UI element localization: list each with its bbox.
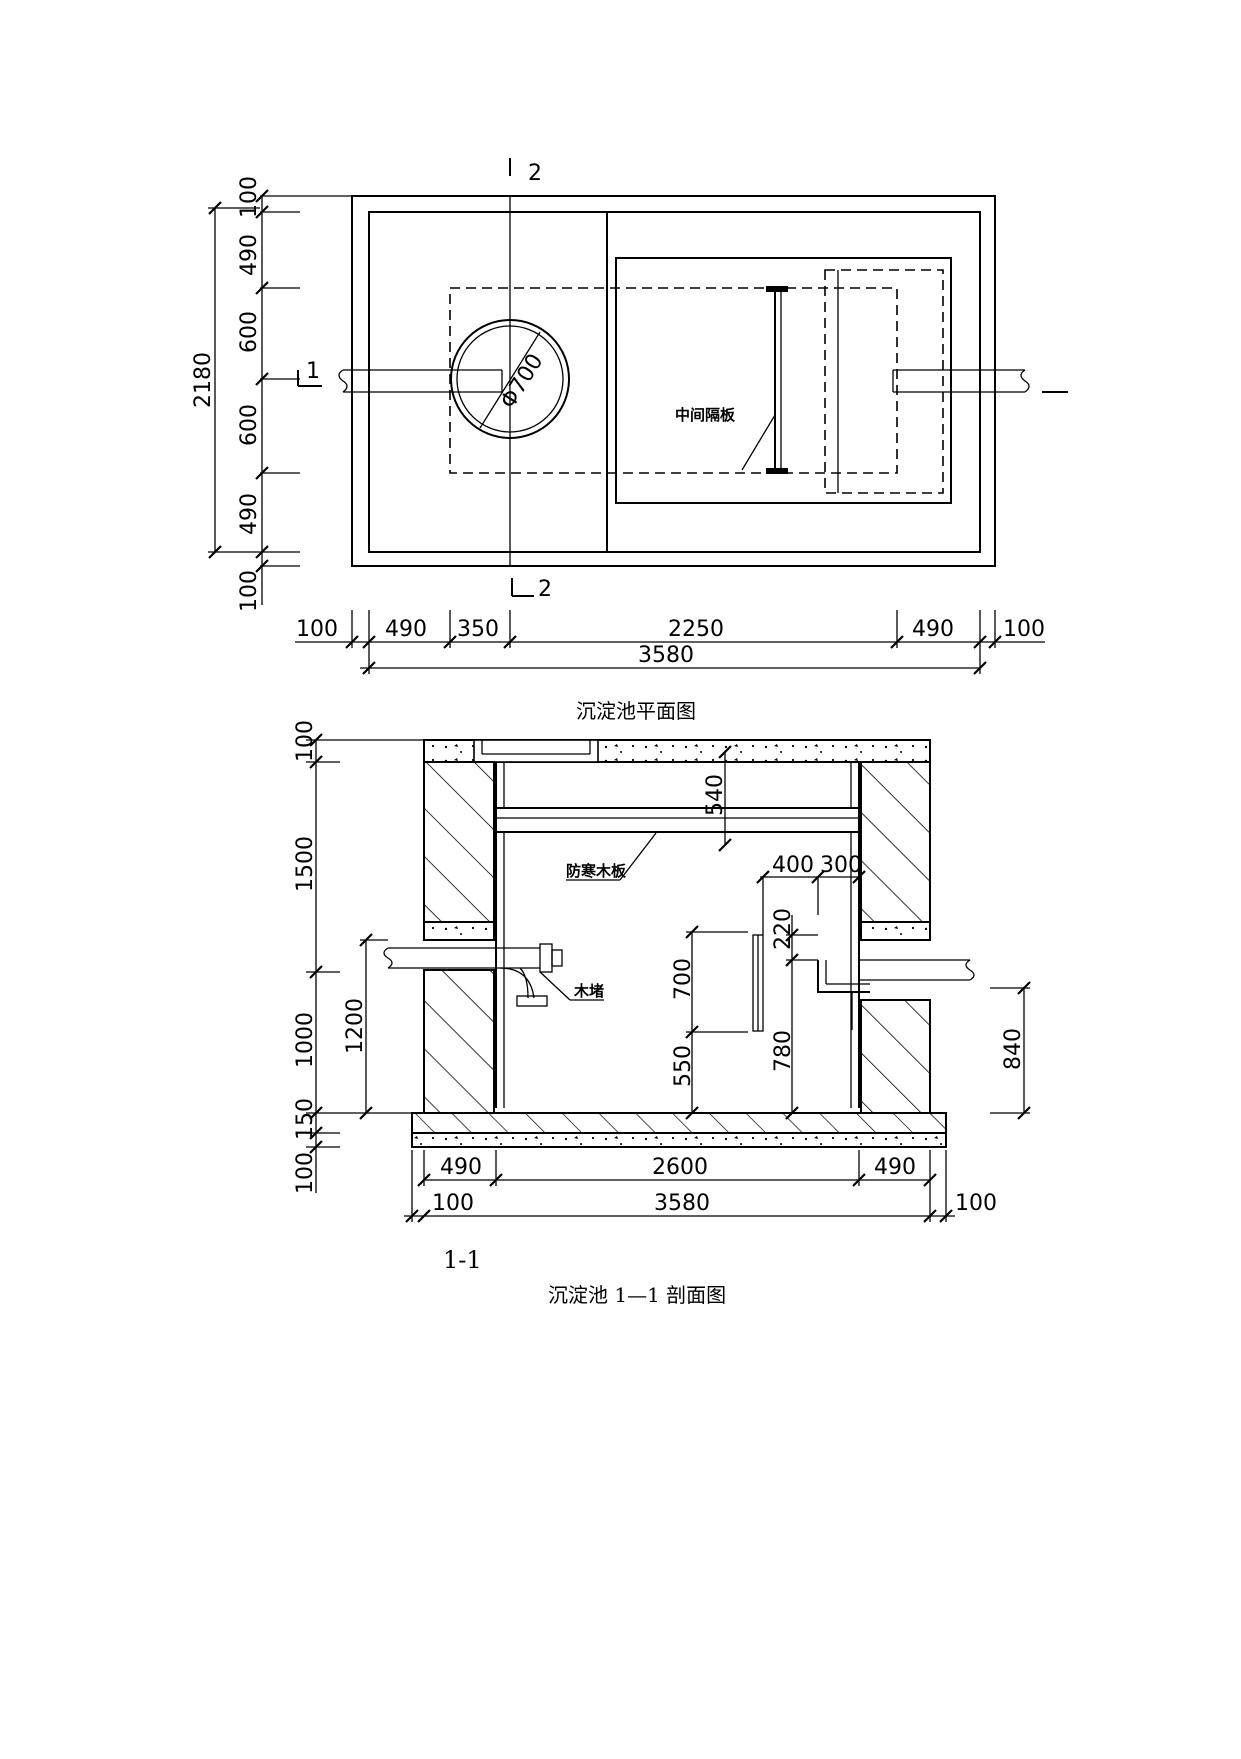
section-bottom-upper-dim-2: 490 [874,1155,916,1180]
section-marks-plan: 1 2 2 [297,158,1068,602]
plan-bottom-dim-total: 3580 [638,643,694,668]
section-right-dim-label: 840 [1001,1028,1026,1070]
section-bottom-upper-dim-1: 2600 [652,1155,708,1180]
plan-outer-wall [351,195,996,567]
section-left-dim-2: 1000 [293,1012,318,1068]
section-inner-dims [685,915,818,1120]
section-pipe-dim: 1200 [343,998,368,1054]
section-left-dim-4: 100 [293,1152,318,1194]
section-mark-1: 1 [306,359,320,384]
plan-bottom-dim-5: 100 [1003,617,1045,642]
section-top-dim-label: 540 [703,774,728,816]
manhole-inner-circle [456,325,564,433]
right-wall-lower [860,999,931,1114]
base-cushion [411,1132,947,1148]
section-left-dim-3: 150 [293,1098,318,1140]
plan-left-dim-4: 490 [237,493,262,535]
baffle-label: 防寒木板 [566,862,627,880]
plan-left-dim-total: 2180 [191,352,216,408]
dashed-outlet-box [824,269,944,494]
plan-left-dim-0: 100 [237,176,262,218]
section-mark-2-bottom: 2 [538,577,552,602]
plan-bottom-dimensions [295,610,1045,675]
section-right-top-dim-0: 400 [772,853,814,878]
section-caption: 沉淀池 1—1 剖面图 [548,1283,726,1307]
left-wall-upper [423,761,495,923]
section-left-dims [306,733,424,1193]
section-view: 木堵 防寒木板 540 [293,720,1031,1307]
section-inner-dim-550: 550 [671,1045,696,1087]
section-bottom-upper-dim-0: 490 [440,1155,482,1180]
inlet-pipe [338,369,503,393]
section-bottom-lower-dim-2: 100 [955,1191,997,1216]
section-left-dim-1: 1500 [293,836,318,892]
plan-view: Φ700 中间隔板 1 [191,158,1068,723]
middle-partition [741,286,788,474]
section-label: 1-1 [443,1246,482,1274]
plan-left-dim-2: 600 [237,311,262,353]
partition-label: 中间隔板 [675,406,736,424]
section-inner-dim-700: 700 [671,958,696,1000]
left-wall-beam [423,921,495,941]
right-wall-beam [860,921,931,941]
plan-bottom-dim-3: 2250 [668,617,724,642]
section-inner-dim-780: 780 [771,1030,796,1072]
manhole-outer-circle [450,319,570,439]
section-right-dim [990,981,1031,1120]
plan-caption: 沉淀池平面图 [576,699,696,723]
right-chamber [615,257,952,504]
plan-left-dimensions [208,189,352,605]
section-top-dim [718,745,732,852]
plan-bottom-dim-1: 490 [385,617,427,642]
plan-bottom-dim-2: 350 [457,617,499,642]
outlet-pipe [892,369,1030,393]
section-right-top-dims [756,870,866,935]
plug-label: 木堵 [573,982,604,1000]
section-bottom-lower-dim-1: 3580 [654,1191,710,1216]
right-wall-upper [860,761,931,923]
section-mark-2-top: 2 [528,161,542,186]
section-bottom-lower-dim-0: 100 [432,1191,474,1216]
insulation-board [495,807,860,833]
section-outlet-pipe [817,959,975,1030]
plan-left-dim-1: 490 [237,234,262,276]
plan-bottom-dim-0: 100 [296,617,338,642]
section-inlet-pipe [383,943,604,1007]
manhole-diameter-line [479,331,541,429]
left-wall-lower [423,969,495,1114]
plan-bottom-dim-4: 490 [912,617,954,642]
section-left-dim-0: 100 [293,720,318,762]
manhole-label: Φ700 [496,350,549,414]
section-right-top-dim-1: 300 [820,853,862,878]
dashed-cover-outline [449,287,898,474]
plan-left-dim-3: 600 [237,404,262,446]
section-bottom-dims [404,1150,955,1223]
plan-inner-wall [368,211,981,553]
section-inner-dim-220: 220 [771,908,796,950]
plan-left-dim-5: 100 [237,570,262,612]
base-slab [411,1112,947,1134]
manhole-opening [473,739,599,763]
